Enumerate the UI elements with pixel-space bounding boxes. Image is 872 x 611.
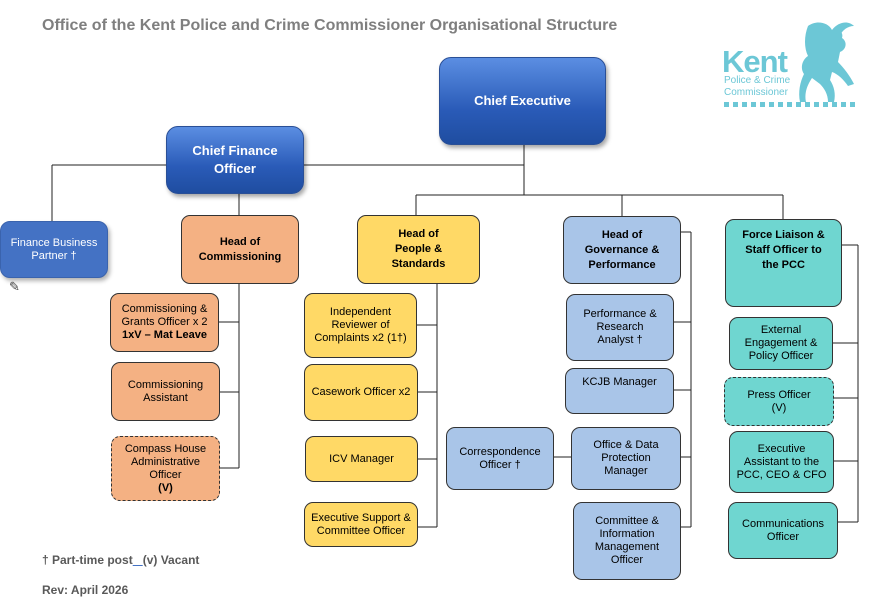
force-liaison-line-3: the PCC bbox=[762, 259, 805, 271]
casework-label: Casework Officer x2 bbox=[311, 386, 411, 398]
committee-info-line-3: Management bbox=[594, 541, 660, 553]
communications-line-1: Communications bbox=[742, 517, 824, 530]
finance-business-partner-box[interactable]: Finance Business Partner † bbox=[0, 221, 108, 278]
finance-partner-line-1: Finance Business bbox=[10, 236, 98, 249]
committee-info-line-1: Committee & bbox=[595, 515, 659, 527]
chief-executive-box[interactable]: Chief Executive bbox=[439, 57, 606, 145]
executive-assistant-box[interactable]: Executive Assistant to the PCC, CEO & CF… bbox=[729, 431, 834, 493]
correspondence-officer-box[interactable]: Correspondence Officer † bbox=[446, 427, 554, 490]
communications-officer-box[interactable]: Communications Officer bbox=[728, 502, 838, 559]
committee-information-officer-box[interactable]: Committee & Information Management Offic… bbox=[573, 502, 681, 580]
commissioning-grants-officer-box[interactable]: Commissioning & Grants Officer x 2 1xV –… bbox=[110, 293, 219, 352]
icv-label: ICV Manager bbox=[329, 452, 394, 465]
correspondence-line-1: Correspondence bbox=[459, 445, 541, 458]
force-liaison-line-2: Staff Officer to bbox=[745, 244, 822, 256]
finance-partner-line-2: Partner † bbox=[31, 249, 77, 262]
cfo-label-line-1: Chief Finance bbox=[192, 143, 278, 158]
head-of-governance-box[interactable]: Head of Governance & Performance bbox=[563, 216, 681, 284]
reviewer-line-2: Reviewer of bbox=[331, 319, 390, 331]
press-line-2: (V) bbox=[771, 401, 787, 414]
legend-separator bbox=[133, 553, 143, 567]
external-line-2: Engagement & bbox=[744, 337, 818, 349]
performance-research-analyst-box[interactable]: Performance & Research Analyst † bbox=[566, 294, 674, 361]
committee-info-line-2: Information bbox=[599, 528, 655, 540]
grants-line-1: Commissioning & bbox=[121, 303, 208, 315]
analyst-line-3: Analyst † bbox=[597, 334, 643, 346]
communications-line-2: Officer bbox=[766, 530, 800, 543]
chief-executive-label: Chief Executive bbox=[474, 93, 571, 108]
logo-line-1: Police & Crime bbox=[724, 75, 791, 86]
external-line-1: External bbox=[760, 324, 802, 336]
legend: † Part-time post (v) Vacant bbox=[42, 553, 199, 567]
legend-vacant: (v) Vacant bbox=[142, 553, 200, 567]
pen-edit-icon[interactable]: ✎ bbox=[9, 279, 20, 294]
logo-line-2: Commissioner bbox=[724, 87, 788, 98]
committee-info-line-4: Officer bbox=[610, 554, 644, 566]
compass-line-2: Administrative bbox=[130, 455, 201, 468]
kent-pcc-logo: Kent Police & Crime Commissioner bbox=[720, 18, 860, 108]
compass-house-officer-box[interactable]: Compass House Administrative Officer (V) bbox=[111, 436, 220, 501]
exec-assistant-line-3: PCC, CEO & CFO bbox=[736, 468, 827, 481]
head-governance-line-2: Governance & bbox=[584, 243, 660, 256]
casework-officer-box[interactable]: Casework Officer x2 bbox=[304, 364, 418, 421]
reviewer-line-1: Independent bbox=[329, 306, 392, 318]
head-people-line-2: People & bbox=[394, 243, 443, 255]
head-people-line-3: Standards bbox=[391, 258, 446, 270]
executive-support-box[interactable]: Executive Support & Committee Officer bbox=[304, 502, 418, 547]
independent-reviewer-box[interactable]: Independent Reviewer of Complaints x2 (1… bbox=[304, 293, 417, 358]
chief-finance-officer-box[interactable]: Chief Finance Officer bbox=[166, 126, 304, 194]
logo-name: Kent bbox=[722, 44, 788, 79]
analyst-line-1: Performance & bbox=[583, 308, 657, 320]
exec-support-line-1: Executive Support & bbox=[311, 511, 411, 524]
kcjb-label: KCJB Manager bbox=[582, 376, 657, 388]
external-engagement-box[interactable]: External Engagement & Policy Officer bbox=[729, 317, 833, 370]
force-liaison-line-1: Force Liaison & bbox=[742, 229, 825, 241]
horse-icon bbox=[724, 22, 855, 107]
icv-manager-box[interactable]: ICV Manager bbox=[305, 436, 418, 482]
compass-line-1: Compass House bbox=[124, 442, 207, 455]
force-liaison-box[interactable]: Force Liaison & Staff Officer to the PCC bbox=[725, 219, 842, 307]
head-governance-line-3: Performance bbox=[588, 258, 656, 271]
data-protection-line-2: Protection bbox=[601, 452, 651, 464]
assistant-line-1: Commissioning bbox=[127, 378, 204, 391]
head-of-people-box[interactable]: Head of People & Standards bbox=[357, 215, 480, 284]
data-protection-line-1: Office & Data bbox=[593, 439, 659, 451]
press-line-1: Press Officer bbox=[747, 388, 811, 401]
exec-assistant-line-2: Assistant to the bbox=[743, 455, 820, 468]
correspondence-line-2: Officer † bbox=[479, 458, 521, 471]
exec-support-line-2: Committee Officer bbox=[316, 524, 406, 537]
external-line-3: Policy Officer bbox=[748, 350, 814, 362]
reviewer-line-3: Complaints x2 (1†) bbox=[314, 332, 407, 344]
head-people-line-1: Head of bbox=[398, 228, 439, 240]
grants-line-3: 1xV – Mat Leave bbox=[122, 329, 207, 341]
head-governance-line-1: Head of bbox=[601, 228, 643, 241]
commissioning-assistant-box[interactable]: Commissioning Assistant bbox=[111, 362, 220, 421]
compass-line-3: Officer bbox=[149, 468, 182, 481]
head-commissioning-line-1: Head of bbox=[219, 235, 261, 248]
office-data-protection-manager-box[interactable]: Office & Data Protection Manager bbox=[571, 427, 681, 490]
assistant-line-2: Assistant bbox=[143, 391, 188, 404]
page-title: Office of the Kent Police and Crime Comm… bbox=[42, 17, 618, 34]
exec-assistant-line-1: Executive bbox=[757, 442, 806, 455]
head-of-commissioning-box[interactable]: Head of Commissioning bbox=[181, 215, 299, 284]
revision-date: Rev: April 2026 bbox=[42, 583, 129, 597]
data-protection-line-3: Manager bbox=[604, 465, 648, 477]
compass-line-4: (V) bbox=[158, 481, 173, 494]
analyst-line-2: Research bbox=[596, 321, 644, 333]
grants-line-2: Grants Officer x 2 bbox=[121, 316, 208, 328]
legend-part-time: † Part-time post bbox=[42, 553, 133, 567]
head-commissioning-line-2: Commissioning bbox=[198, 250, 282, 263]
kcjb-manager-box[interactable]: KCJB Manager bbox=[565, 368, 674, 414]
press-officer-box[interactable]: Press Officer (V) bbox=[724, 377, 834, 426]
cfo-label-line-2: Officer bbox=[214, 161, 256, 176]
